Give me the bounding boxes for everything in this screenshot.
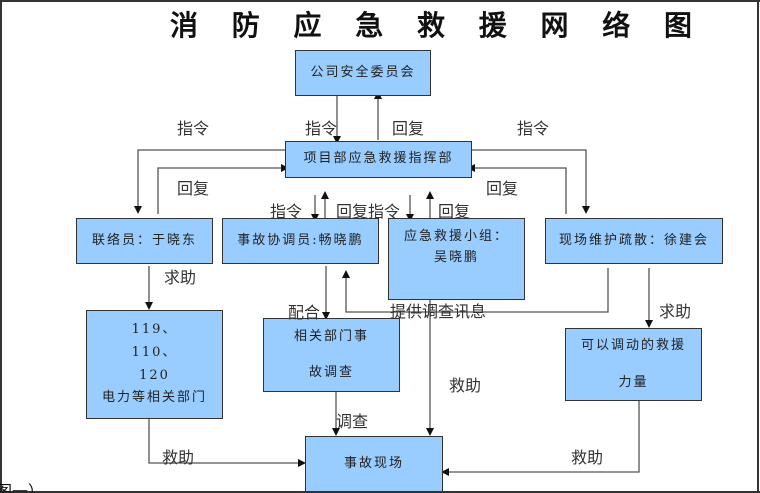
node-accident-coordinator: 事故协调员:畅晓鹏 <box>222 218 379 264</box>
node-label: 120 <box>139 367 170 383</box>
node-rescue-forces: 可以调动的救援 力量 <box>565 328 702 401</box>
figure-caption: 图一） <box>0 482 45 493</box>
edge-label-reply-rescue: 回复 <box>438 202 471 221</box>
arrow-command-to-site-maintenance <box>471 149 590 214</box>
node-label: 故调查 <box>308 365 354 380</box>
edge-label-provide-info: 提供调查讯息 <box>390 302 487 321</box>
node-liaison: 联络员：于晓东 <box>76 218 213 264</box>
edge-label-reply-top: 回复 <box>392 119 425 138</box>
edge-label-help-site: 求助 <box>659 302 692 321</box>
node-label: 可以调动的救援 <box>580 338 686 354</box>
edge-label-command-top: 指令 <box>305 119 338 138</box>
node-emergency-rescue-team: 应急救援小组： 吴晓鹏 <box>388 218 525 300</box>
frame-border-right <box>757 0 759 493</box>
arrow-info-to-coordinator <box>342 268 609 313</box>
node-label: 119、 <box>131 322 178 337</box>
edge-label-reply-command-rescue: 回复指令 <box>336 202 401 221</box>
node-label: 相关部门事 <box>293 328 369 344</box>
node-label: 现场维护疏散：徐建会 <box>558 232 709 248</box>
node-label: 电力等相关部门 <box>101 390 207 406</box>
arrow-liaison-to-command <box>157 164 289 214</box>
node-site-maintenance-evacuation: 现场维护疏散：徐建会 <box>545 218 723 264</box>
edge-label-rescue-right: 救助 <box>571 448 604 467</box>
edge-label-reply-left: 回复 <box>177 179 210 198</box>
node-investigation: 相关部门事 故调查 <box>263 318 400 392</box>
node-label: 联络员：于晓东 <box>91 232 197 248</box>
frame-border-bottom <box>0 491 760 493</box>
edge-label-rescue-mid: 救助 <box>449 376 482 395</box>
edge-label-cooperate: 配合 <box>288 303 321 322</box>
node-label: 事故现场 <box>343 455 404 471</box>
arrow-command-to-liaison <box>134 149 285 214</box>
node-label: 力量 <box>618 374 649 390</box>
edge-label-command-coordinator: 指令 <box>270 202 303 221</box>
node-label: 110、 <box>131 344 178 360</box>
arrow-rescue-forces-to-accident-site <box>441 400 640 476</box>
node-company-safety-committee: 公司安全委员会 <box>295 50 431 96</box>
edge-label-investigate: 调查 <box>336 412 369 431</box>
edge-label-command-left: 指令 <box>177 119 210 138</box>
frame-border-top <box>0 0 760 2</box>
node-label: 事故协调员:畅晓鹏 <box>237 232 364 248</box>
node-emergency-services: 119、 110、 120 电力等相关部门 <box>86 310 223 419</box>
edge-label-help-liaison: 求助 <box>164 268 197 287</box>
frame-border-left <box>0 0 2 493</box>
node-label: 吴晓鹏 <box>433 249 479 265</box>
node-label: 项目部应急救援指挥部 <box>303 151 454 167</box>
node-accident-site: 事故现场 <box>305 436 443 492</box>
edge-label-rescue-left: 救助 <box>162 448 195 467</box>
arrow-emergency-services-to-accident-site <box>148 418 306 467</box>
arrow-site-maintenance-to-command <box>467 164 567 214</box>
node-project-emergency-command: 项目部应急救援指挥部 <box>285 141 472 178</box>
node-label: 公司安全委员会 <box>310 64 416 80</box>
node-label: 应急救援小组： <box>403 229 509 244</box>
edge-label-reply-right: 回复 <box>486 179 519 198</box>
edge-label-command-right: 指令 <box>517 119 550 138</box>
